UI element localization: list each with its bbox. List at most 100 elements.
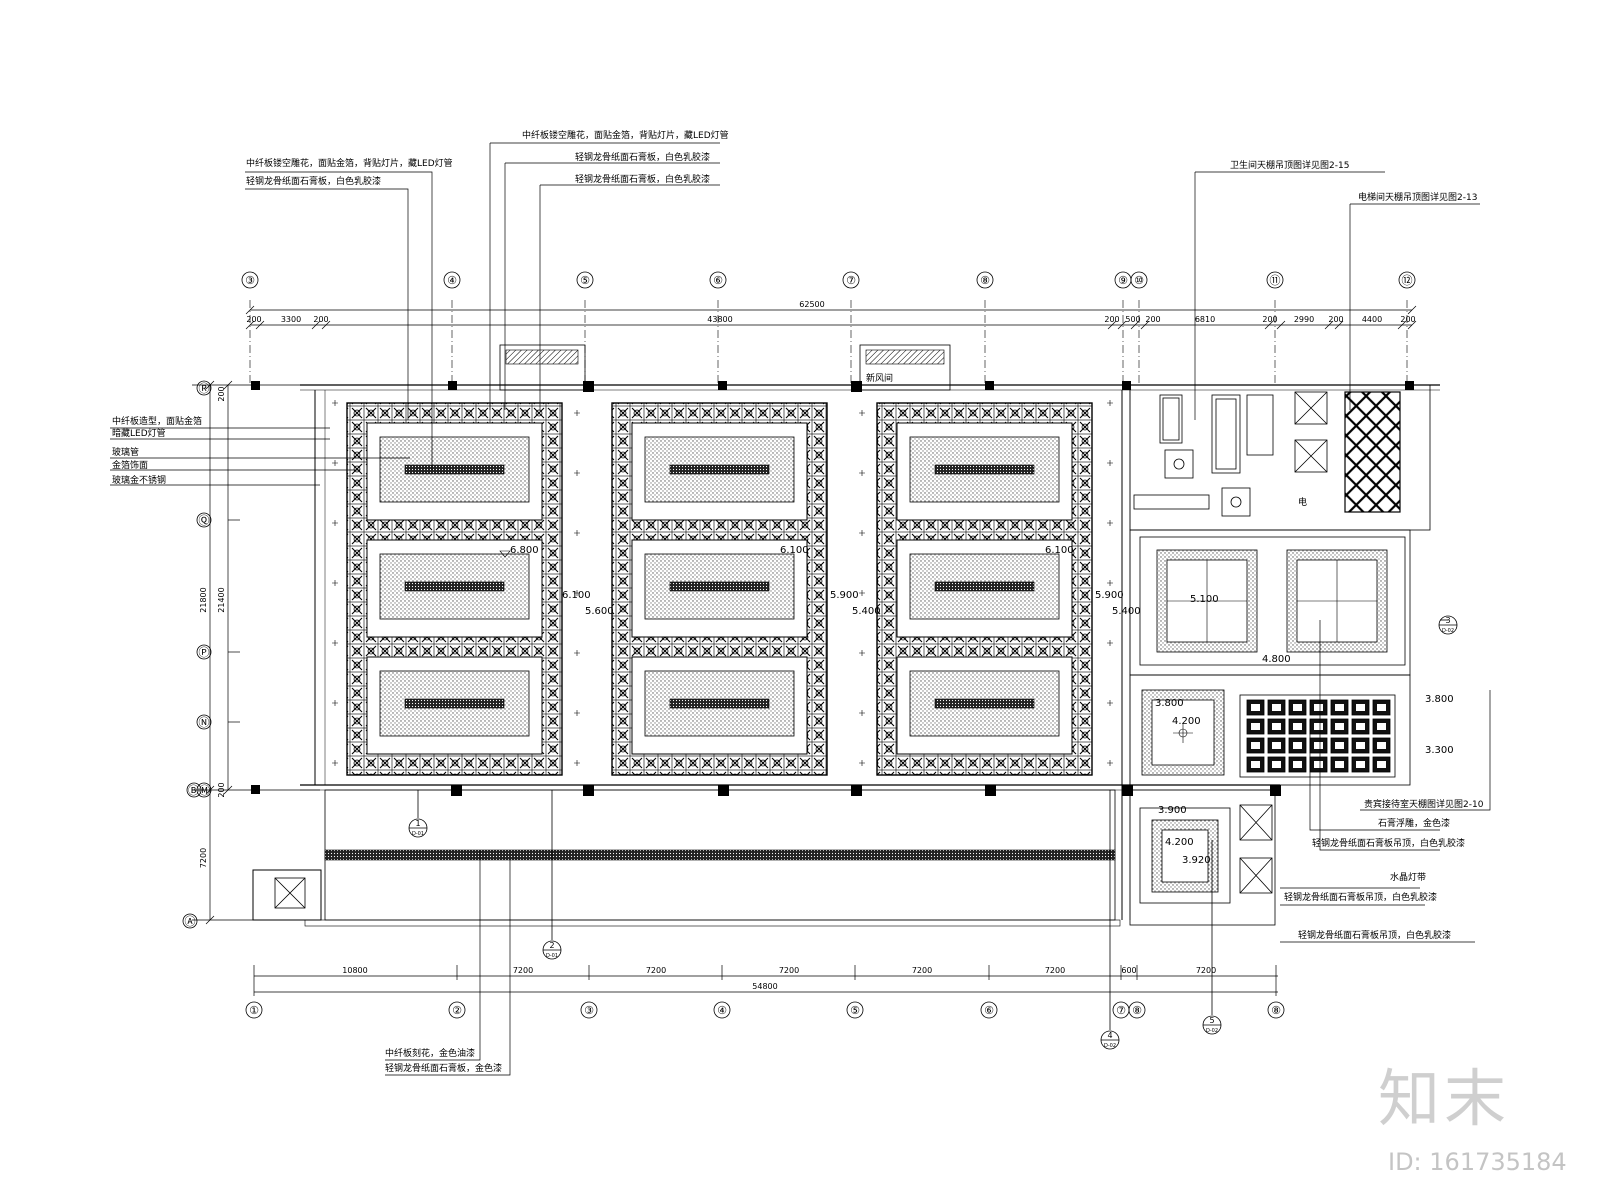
note-right-6: 轻钢龙骨纸面石膏板吊顶，白色乳胶漆 (1298, 929, 1451, 941)
top-dim-2: 3300 (281, 315, 301, 324)
watermark-id: ID: 161735184 (1388, 1148, 1567, 1176)
bottom-axis-8b: ⑧ (1271, 1004, 1281, 1017)
bottom-axis-labels: ① ② ③ ④ ⑤ ⑥ ⑦ ⑧ ⑧ (249, 1004, 1281, 1017)
bottom-dim-3: 7200 (646, 966, 666, 975)
detail-mark-1-ref: D-01 (412, 831, 424, 837)
grid-coffer-cell-inner (1314, 742, 1323, 749)
bottom-axis-7: ⑦ (1116, 1004, 1126, 1017)
note-right-4: 水晶灯带 (1390, 871, 1426, 883)
left-lower-dim: 7200 (199, 848, 208, 868)
top-dim-segments: 200 3300 200 43800 200 500 200 6810 200 … (246, 315, 1415, 324)
detail-marks (408, 615, 1458, 1050)
coffer-bay-1 (346, 402, 563, 776)
level-9: 5.400 (1112, 606, 1141, 617)
grid-coffer-cell-inner (1356, 742, 1365, 749)
grid-coffer-cell-inner (1293, 742, 1302, 749)
grid-coffer-cell-inner (1356, 723, 1365, 730)
room-label-fresh-air: 新风间 (866, 372, 893, 384)
top-axis-8: ⑧ (980, 274, 990, 287)
axis-lines (249, 300, 1408, 385)
top-axis-12: ⑫ (1402, 274, 1413, 287)
note-top-left-2: 轻钢龙骨纸面石膏板，白色乳胶漆 (246, 175, 381, 187)
left-axis-a: Ⓐ (185, 915, 196, 928)
note-top-mid-3: 轻钢龙骨纸面石膏板，白色乳胶漆 (575, 173, 710, 185)
grid-coffer-cell-inner (1335, 704, 1344, 711)
top-axis-11: ⑪ (1270, 274, 1281, 287)
level-10: 5.100 (1190, 594, 1219, 605)
grid-coffer-cell-inner (1293, 761, 1302, 768)
level-1: 6.800 (510, 545, 539, 556)
detail-mark-3-num: 3 (1445, 616, 1450, 625)
detail-mark-3-ref: D-02 (1442, 628, 1454, 634)
bottom-dim-segments: 10800 7200 7200 7200 7200 7200 600 7200 (342, 966, 1216, 975)
note-right-1: 贵宾接待室天棚图详见图2-10 (1364, 798, 1484, 810)
grid-coffer-cell-inner (1293, 723, 1302, 730)
level-7: 5.400 (852, 606, 881, 617)
grid-coffer-cell-inner (1356, 761, 1365, 768)
left-axis-r: Ⓡ (199, 382, 210, 395)
bottom-axis-4: ④ (717, 1004, 727, 1017)
detail-mark-labels: 1 D-01 2 D-01 3 D-02 4 D-02 5 D-02 (412, 616, 1454, 1049)
watermark-logo: 知末 (1378, 1062, 1511, 1135)
top-dim-12: 4400 (1362, 315, 1382, 324)
left-bottom-small-dim: 200 (217, 782, 226, 797)
grid-coffer-cell-inner (1377, 742, 1386, 749)
top-dimension-lines (245, 305, 1417, 330)
bottom-axis-8a: ⑧ (1132, 1004, 1142, 1017)
elevator-boxes-top (1294, 391, 1328, 473)
grid-coffer-cell-inner (1377, 723, 1386, 730)
level-12: 3.800 (1425, 694, 1454, 705)
level-17: 4.200 (1165, 837, 1194, 848)
left-axis-bm: ⒷⓂ (188, 784, 210, 797)
note-top-mid-1: 中纤板镂空雕花，面贴金箔，背贴灯片，藏LED灯管 (522, 129, 729, 141)
left-axis-labels: Ⓡ Ⓠ Ⓟ Ⓝ ⒷⓂ Ⓐ (185, 382, 211, 928)
top-axis-9: ⑨ (1118, 274, 1128, 287)
grid-coffer-cell-inner (1293, 704, 1302, 711)
level-16: 3.900 (1158, 805, 1187, 816)
toilet-room-fixtures (1133, 394, 1274, 517)
note-left-3: 玻璃管 (112, 446, 139, 458)
lower-left-box-icon (274, 877, 306, 909)
detail-mark-4-ref: D-02 (1104, 1043, 1116, 1049)
top-overall-dim: 62500 (799, 300, 824, 309)
leader-lines (110, 142, 1491, 1076)
detail-mark-2-ref: D-01 (546, 953, 558, 959)
elevator-lobby-lattice (1344, 391, 1401, 513)
top-dim-9: 200 (1262, 315, 1277, 324)
detail-mark-2-num: 2 (549, 941, 554, 950)
level-3: 6.100 (1045, 545, 1074, 556)
bottom-axis-6: ⑥ (984, 1004, 994, 1017)
annotations: 中纤板镂空雕花，面贴金箔，背贴灯片，藏LED灯管 轻钢龙骨纸面石膏板，白色乳胶漆… (112, 129, 1484, 1074)
note-left-4: 金箔饰面 (112, 459, 148, 471)
bottom-dimension-lines (253, 965, 1278, 996)
bottom-dim-7: 600 (1121, 966, 1136, 975)
lower-left-stair (252, 869, 322, 921)
left-overall-dim: 21800 (199, 587, 208, 612)
ac-vent-2 (865, 349, 945, 365)
bottom-dim-5: 7200 (912, 966, 932, 975)
level-4: 6.100 (562, 590, 591, 601)
note-bottom-2: 轻钢龙骨纸面石膏板，金色漆 (385, 1062, 502, 1074)
grid-coffer-room (1239, 694, 1396, 778)
top-dim-11: 200 (1328, 315, 1343, 324)
top-dim-4: 43800 (707, 315, 732, 324)
grid-coffer-cell-inner (1272, 761, 1281, 768)
downlight-row (332, 400, 1113, 766)
top-axis-3: ③ (245, 274, 255, 287)
bottom-dim-4: 7200 (779, 966, 799, 975)
note-right-2: 石膏浮雕，金色漆 (1378, 817, 1450, 829)
grid-coffer-cell-inner (1272, 704, 1281, 711)
grid-coffer-cell-inner (1272, 723, 1281, 730)
grid-coffer-cell-inner (1272, 742, 1281, 749)
bottom-overall-dim: 54800 (752, 982, 777, 991)
top-axis-bubbles (241, 271, 1416, 289)
bottom-dim-8: 7200 (1196, 966, 1216, 975)
left-top-small-dim: 200 (217, 386, 226, 401)
grid-coffer-cell-inner (1251, 742, 1260, 749)
top-dim-7: 200 (1145, 315, 1160, 324)
level-6: 5.900 (830, 590, 859, 601)
left-axis-n: Ⓝ (199, 716, 210, 729)
bottom-axis-3: ③ (584, 1004, 594, 1017)
grid-coffer-cell-inner (1251, 761, 1260, 768)
